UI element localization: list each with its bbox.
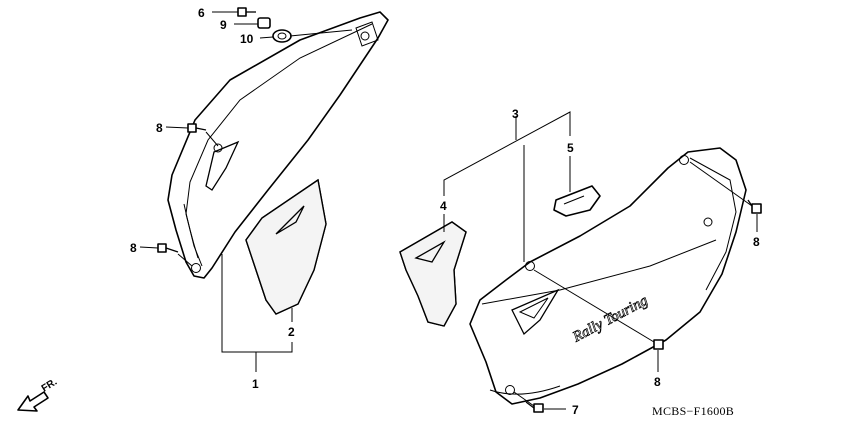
callout-8-bottom: 8 — [654, 375, 661, 389]
right-side-cover: Rally Touring — [469, 147, 747, 405]
bolt-6 — [237, 7, 256, 17]
callout-5: 5 — [567, 141, 574, 155]
bolt-7 — [525, 401, 544, 413]
callout-8-right: 8 — [753, 235, 760, 249]
drawing-code: MCBS−F1600B — [652, 404, 734, 418]
callout-9: 9 — [220, 18, 227, 32]
callout-7: 7 — [572, 403, 579, 417]
callout-2: 2 — [288, 325, 295, 339]
callout-3: 3 — [512, 107, 519, 121]
callout-10: 10 — [240, 32, 254, 46]
callout-8-top-left: 8 — [156, 121, 163, 135]
bolt-8-right — [747, 199, 762, 214]
callout-8-mid-left: 8 — [130, 241, 137, 255]
callout-1: 1 — [252, 377, 259, 391]
callouts: 6 9 10 8 8 1 2 3 5 4 8 8 7 — [130, 6, 760, 417]
front-arrow: FR. — [17, 377, 60, 412]
collar-9 — [257, 17, 271, 29]
bolt-8-mid-left — [157, 243, 179, 253]
left-side-cover — [167, 11, 389, 279]
callout-4: 4 — [440, 199, 447, 213]
right-foam-pad — [399, 221, 467, 327]
leader-lines — [139, 11, 758, 410]
front-label: FR. — [40, 377, 60, 395]
grommet-10 — [272, 29, 292, 43]
callout-6: 6 — [198, 6, 205, 20]
clip-part — [553, 185, 601, 217]
bolt-8-bottom — [653, 339, 664, 350]
left-foam-pad — [245, 178, 327, 315]
